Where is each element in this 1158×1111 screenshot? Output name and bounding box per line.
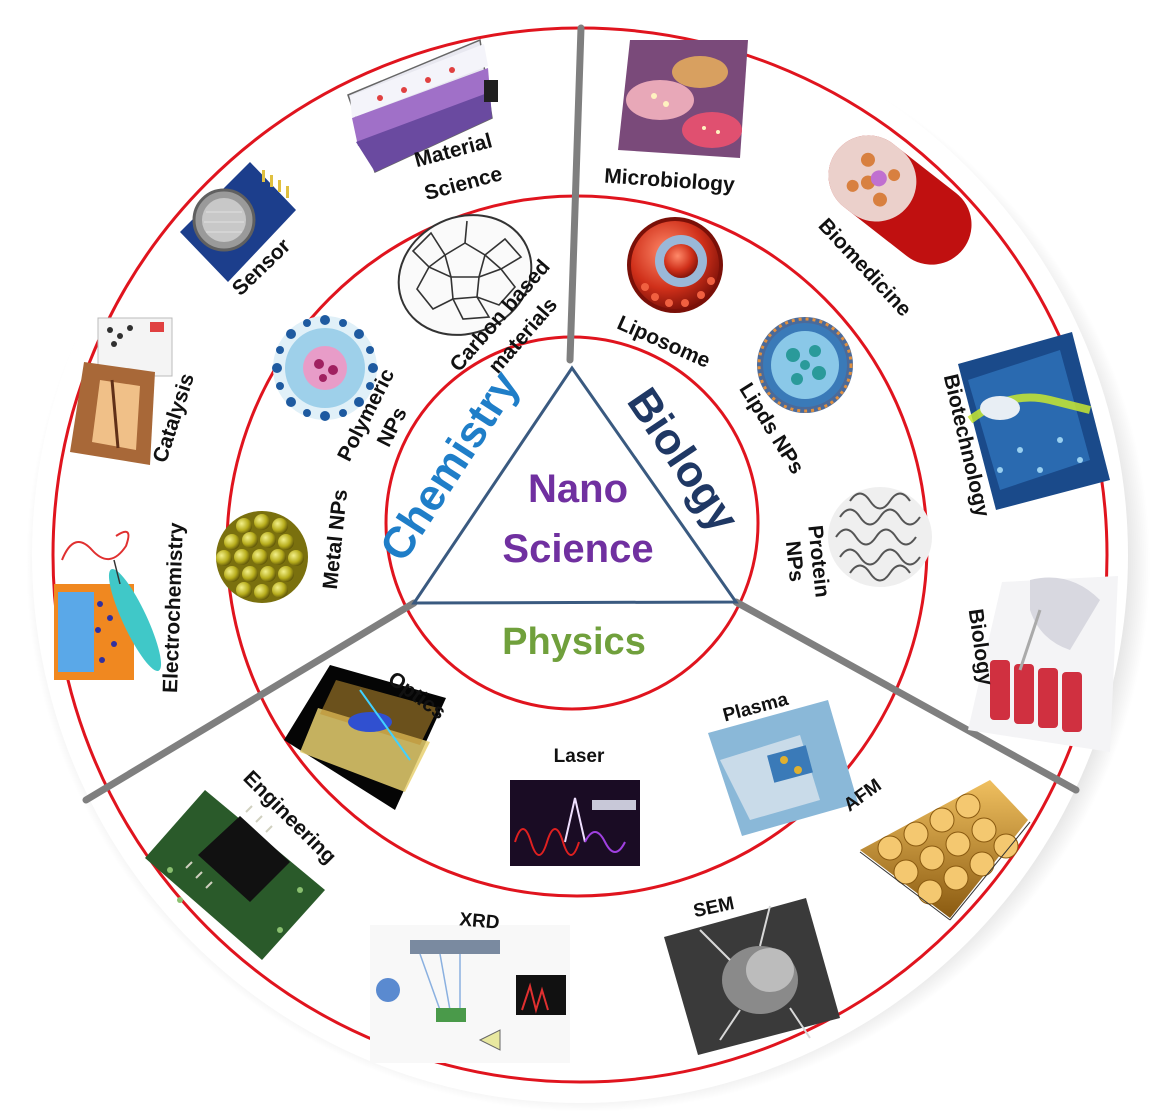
- sem-image: [664, 898, 840, 1055]
- center-title-line2: Science: [502, 527, 653, 571]
- biomedicine-image: [828, 135, 972, 265]
- divider-right: [732, 598, 1080, 794]
- carbon-fullerene-image: [397, 214, 533, 336]
- catalysis-image: [70, 317, 173, 465]
- engineering-image: [145, 790, 325, 960]
- microbiology-image: [618, 40, 748, 158]
- polymeric-np-image: [272, 315, 378, 421]
- xrd-image: [370, 925, 570, 1063]
- sensor-image: [180, 162, 296, 282]
- plasma-image: [708, 700, 858, 836]
- optics-image: [284, 665, 446, 810]
- label-laser: Laser: [554, 746, 605, 767]
- label-xrd: XRD: [459, 909, 501, 933]
- lipid-np-image: [757, 317, 853, 413]
- label-protein-line2: NPs: [781, 540, 808, 583]
- center-title-line1: Nano: [528, 467, 628, 511]
- electrochemistry-image: [54, 530, 162, 680]
- sector-label-physics: Physics: [502, 621, 646, 663]
- metal-np-image: [216, 511, 308, 603]
- sector-dividers: [82, 24, 1080, 804]
- protein-np-image: [828, 487, 932, 587]
- liposome-image: [627, 217, 723, 313]
- divider-left: [82, 599, 418, 804]
- laser-image: [510, 780, 640, 866]
- afm-image: [859, 780, 1031, 921]
- center-triangle: [411, 365, 739, 605]
- divider-top: [566, 24, 585, 364]
- material-science-image: [347, 38, 498, 174]
- biology-image: [968, 576, 1118, 752]
- biotechnology-image: [958, 332, 1110, 510]
